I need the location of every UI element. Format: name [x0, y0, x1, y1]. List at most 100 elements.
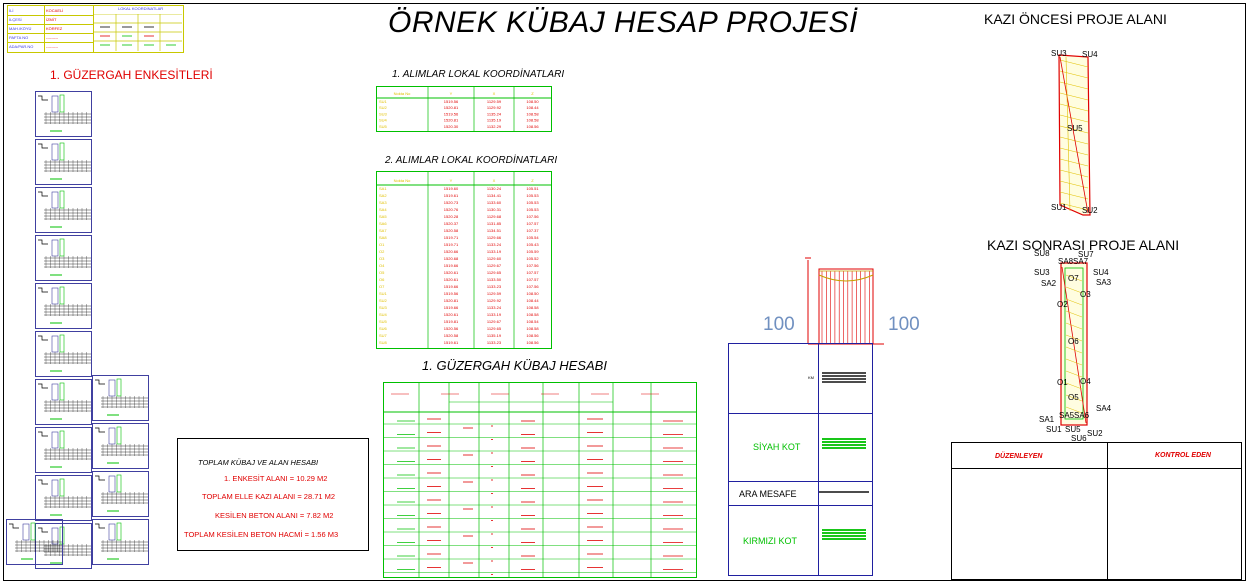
enkesit-thumbnail[interactable] [35, 475, 92, 521]
point-label: O1 [1057, 378, 1068, 387]
enkesit-thumbnail[interactable] [35, 427, 92, 473]
scale-left: 100 [763, 314, 795, 335]
table-header: X [493, 91, 496, 96]
enkesit-thumbnail[interactable] [35, 379, 92, 425]
table-cell: 108.54 [526, 319, 539, 324]
enkesit-thumbnail[interactable] [35, 283, 92, 329]
point-label: O3 [1080, 290, 1091, 299]
table-cell: O4 [379, 263, 385, 268]
table-cell: SU5 [379, 319, 388, 324]
point-label: O6 [1068, 337, 1079, 346]
table-cell: SU2 [379, 298, 388, 303]
table-cell: 1129.65 [487, 326, 502, 331]
enkesit-thumbnail[interactable] [92, 375, 149, 421]
kazi-sonrasi-title: KAZI SONRASI PROJE ALANI [987, 237, 1180, 253]
table-cell: 1519.81 [444, 319, 459, 324]
table-header: Nokta No [394, 91, 411, 96]
info-label: İLİ [9, 8, 14, 13]
enkesit-thumbnail[interactable] [92, 471, 149, 517]
table-cell: 1133.23 [487, 340, 502, 345]
table-cell: 107.37 [526, 228, 539, 233]
enkesit-thumbnail[interactable] [35, 235, 92, 281]
scale-right: 100 [888, 314, 920, 335]
enkesit-thumbnail[interactable] [6, 519, 63, 565]
enkesit-thumbnail[interactable] [35, 187, 92, 233]
enkesit-thumbnail[interactable] [35, 91, 92, 137]
table-cell: SU1 [379, 291, 388, 296]
point-label: SU7 [1078, 250, 1094, 259]
title-block: DÜZENLEYEN KONTROL EDEN [951, 442, 1242, 580]
point-label: SU1 [1051, 203, 1067, 212]
table-cell: SU8 [379, 340, 388, 345]
table-cell: SU4 [379, 312, 388, 317]
summary-line: TOPLAM ELLE KAZI ALANI = 28.71 M2 [202, 492, 336, 501]
table-header: X [493, 178, 496, 183]
table-cell: 1133.19 [487, 312, 502, 317]
info-value: KÖRFEZ [46, 26, 63, 31]
table-cell: 1520.76 [444, 207, 459, 212]
table-cell: 1129.67 [487, 319, 502, 324]
table-cell: SA7 [379, 228, 387, 233]
guzergah-enkesitleri-title: 1. GÜZERGAH ENKESİTLERİ [50, 68, 213, 82]
enkesit-thumbnail[interactable] [35, 523, 92, 569]
table-cell: 1129.65 [487, 270, 502, 275]
table-cell: SA4 [379, 207, 387, 212]
table-cell: 108.58 [526, 326, 539, 331]
table-cell: 108.44 [526, 105, 539, 110]
enkesit-thumbnail[interactable] [35, 139, 92, 185]
table-cell: SA5 [379, 214, 387, 219]
point-label: O5 [1068, 393, 1079, 402]
table-cell: 107.57 [526, 277, 539, 282]
point-label: SA4 [1096, 404, 1112, 413]
point-label: SA8 [1058, 257, 1074, 266]
table-cell: 1133.23 [487, 284, 502, 289]
table-cell: 108.56 [526, 124, 539, 129]
info-value: KOCAELİ [46, 8, 64, 13]
info-value: --------- [46, 44, 58, 49]
info-row: PAFTA NO--------- [8, 33, 93, 43]
table-cell: 1134.51 [487, 228, 502, 233]
table-cell: 1520.81 [444, 105, 459, 110]
table-cell: SU5 [379, 124, 388, 129]
table-cell: 108.56 [526, 340, 539, 345]
info-label: ADA/PAR.NO [9, 44, 34, 49]
table-cell: 107.57 [526, 270, 539, 275]
table-cell: 1520.58 [444, 228, 459, 233]
table-cell: 1129.68 [487, 214, 502, 219]
table-cell: 1129.66 [487, 235, 502, 240]
table-cell: O7 [379, 284, 385, 289]
ara-mesafe-label: ARA MESAFE [739, 489, 797, 499]
table-cell: 105.53 [526, 207, 539, 212]
info-row: İLİ KOCAELİ [8, 6, 93, 16]
point-label: SU4 [1093, 268, 1109, 277]
table-cell: 105.43 [526, 242, 539, 247]
summary-line: TOPLAM KESİLEN BETON HACMİ = 1.56 M3 [184, 530, 339, 539]
table-cell: 1133.24 [487, 305, 502, 310]
table-cell: 1519.61 [444, 193, 459, 198]
summary-title: TOPLAM KÜBAJ VE ALAN HESABI [198, 458, 319, 467]
table-cell: SA6 [379, 221, 387, 226]
table-cell: 105.52 [526, 256, 539, 261]
table-cell: 1520.81 [444, 298, 459, 303]
table-cell: 1519.66 [444, 284, 459, 289]
enkesit-thumbnail[interactable] [92, 519, 149, 565]
table-cell: 108.50 [526, 291, 539, 296]
table-cell: 1129.60 [487, 256, 502, 261]
table-cell: 1520.66 [444, 249, 459, 254]
table-cell: 1519.66 [444, 305, 459, 310]
drawing-frame [3, 3, 1246, 581]
table-cell: 1520.73 [444, 200, 459, 205]
point-label: SU3 [1051, 49, 1067, 58]
table-cell: 1519.61 [444, 340, 459, 345]
enkesit-thumbnail[interactable] [35, 331, 92, 377]
enkesit-thumbnail[interactable] [92, 423, 149, 469]
table-cell: O5 [379, 270, 385, 275]
table-cell: SA2 [379, 193, 387, 198]
table-cell: 105.53 [526, 193, 539, 198]
point-label: SA7 [1073, 257, 1089, 266]
table-cell: 1129.92 [487, 105, 502, 110]
